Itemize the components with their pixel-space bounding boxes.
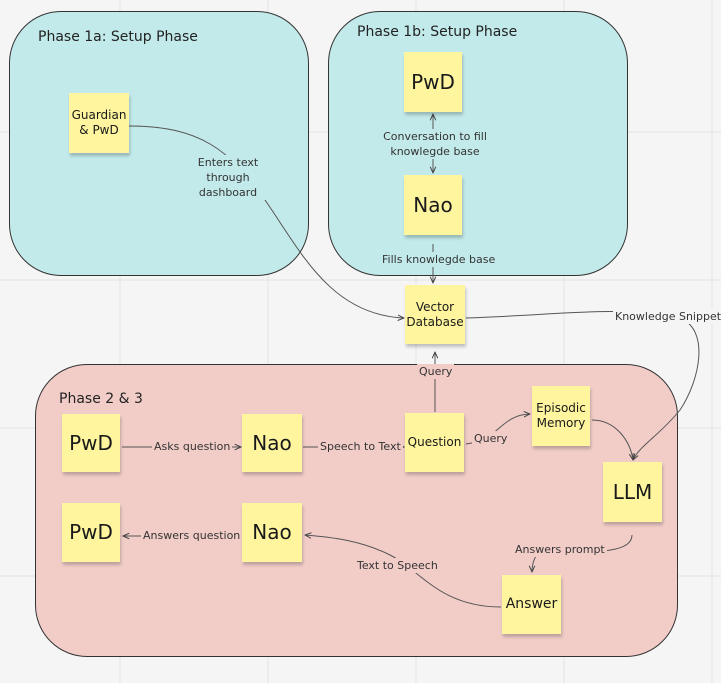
node-pwd-answer-label: PwD [69,520,113,544]
node-nao-answer[interactable]: Nao [242,503,302,562]
node-nao-answer-label: Nao [252,520,292,544]
node-pwd-ask-label: PwD [69,430,113,455]
node-question-label: Question [407,435,462,449]
phase-1b-title: Phase 1b: Setup Phase [357,24,518,40]
node-answer-label: Answer [505,595,558,612]
node-question[interactable]: Question [405,413,464,472]
label-conversation: Conversation to fill knowlegde base [378,129,492,159]
node-vector-database-label: Vector Database [406,299,464,329]
label-query-db: Query [417,364,455,379]
label-text-to-speech: Text to Speech [355,558,440,573]
node-answer[interactable]: Answer [502,575,561,634]
node-episodic-memory[interactable]: Episodic Memory [532,386,590,446]
node-nao-ask-label: Nao [252,430,292,455]
node-guardian-pwd-label: Guardian & PwD [71,108,127,137]
node-nao-1b-label: Nao [413,192,453,217]
phase-1a-region [9,11,309,276]
label-fills-kb: Fills knowlegde base [380,252,498,267]
node-pwd-ask[interactable]: PwD [62,414,120,472]
phase-1a-title: Phase 1a: Setup Phase [38,29,198,45]
label-enters-text: Enters text through dashboard [174,155,282,200]
label-answers-prompt: Answers prompt [513,542,607,557]
edge-knowledge-snippets [465,311,700,460]
node-vector-database[interactable]: Vector Database [405,285,465,344]
label-speech-to-text: Speech to Text [318,439,403,454]
node-pwd-answer[interactable]: PwD [62,503,120,562]
node-nao-1b[interactable]: Nao [404,175,462,235]
node-pwd-1b[interactable]: PwD [404,52,462,112]
node-guardian-pwd[interactable]: Guardian & PwD [69,93,129,153]
edge-enters-text [128,125,404,318]
label-answers-question: Answers question [141,528,243,543]
node-llm-label: LLM [612,479,653,504]
label-asks-question: Asks question [152,439,233,454]
phase-2-3-title: Phase 2 & 3 [59,391,143,407]
edge-text-to-speech [305,535,502,608]
node-pwd-1b-label: PwD [411,69,455,94]
label-knowledge-snippets: Knowledge Snippets [613,309,721,324]
edge-memory-llm [591,419,633,460]
label-query-memory: Query [472,431,510,446]
node-episodic-memory-label: Episodic Memory [536,401,586,430]
node-nao-ask[interactable]: Nao [242,414,302,472]
node-llm[interactable]: LLM [603,462,662,522]
